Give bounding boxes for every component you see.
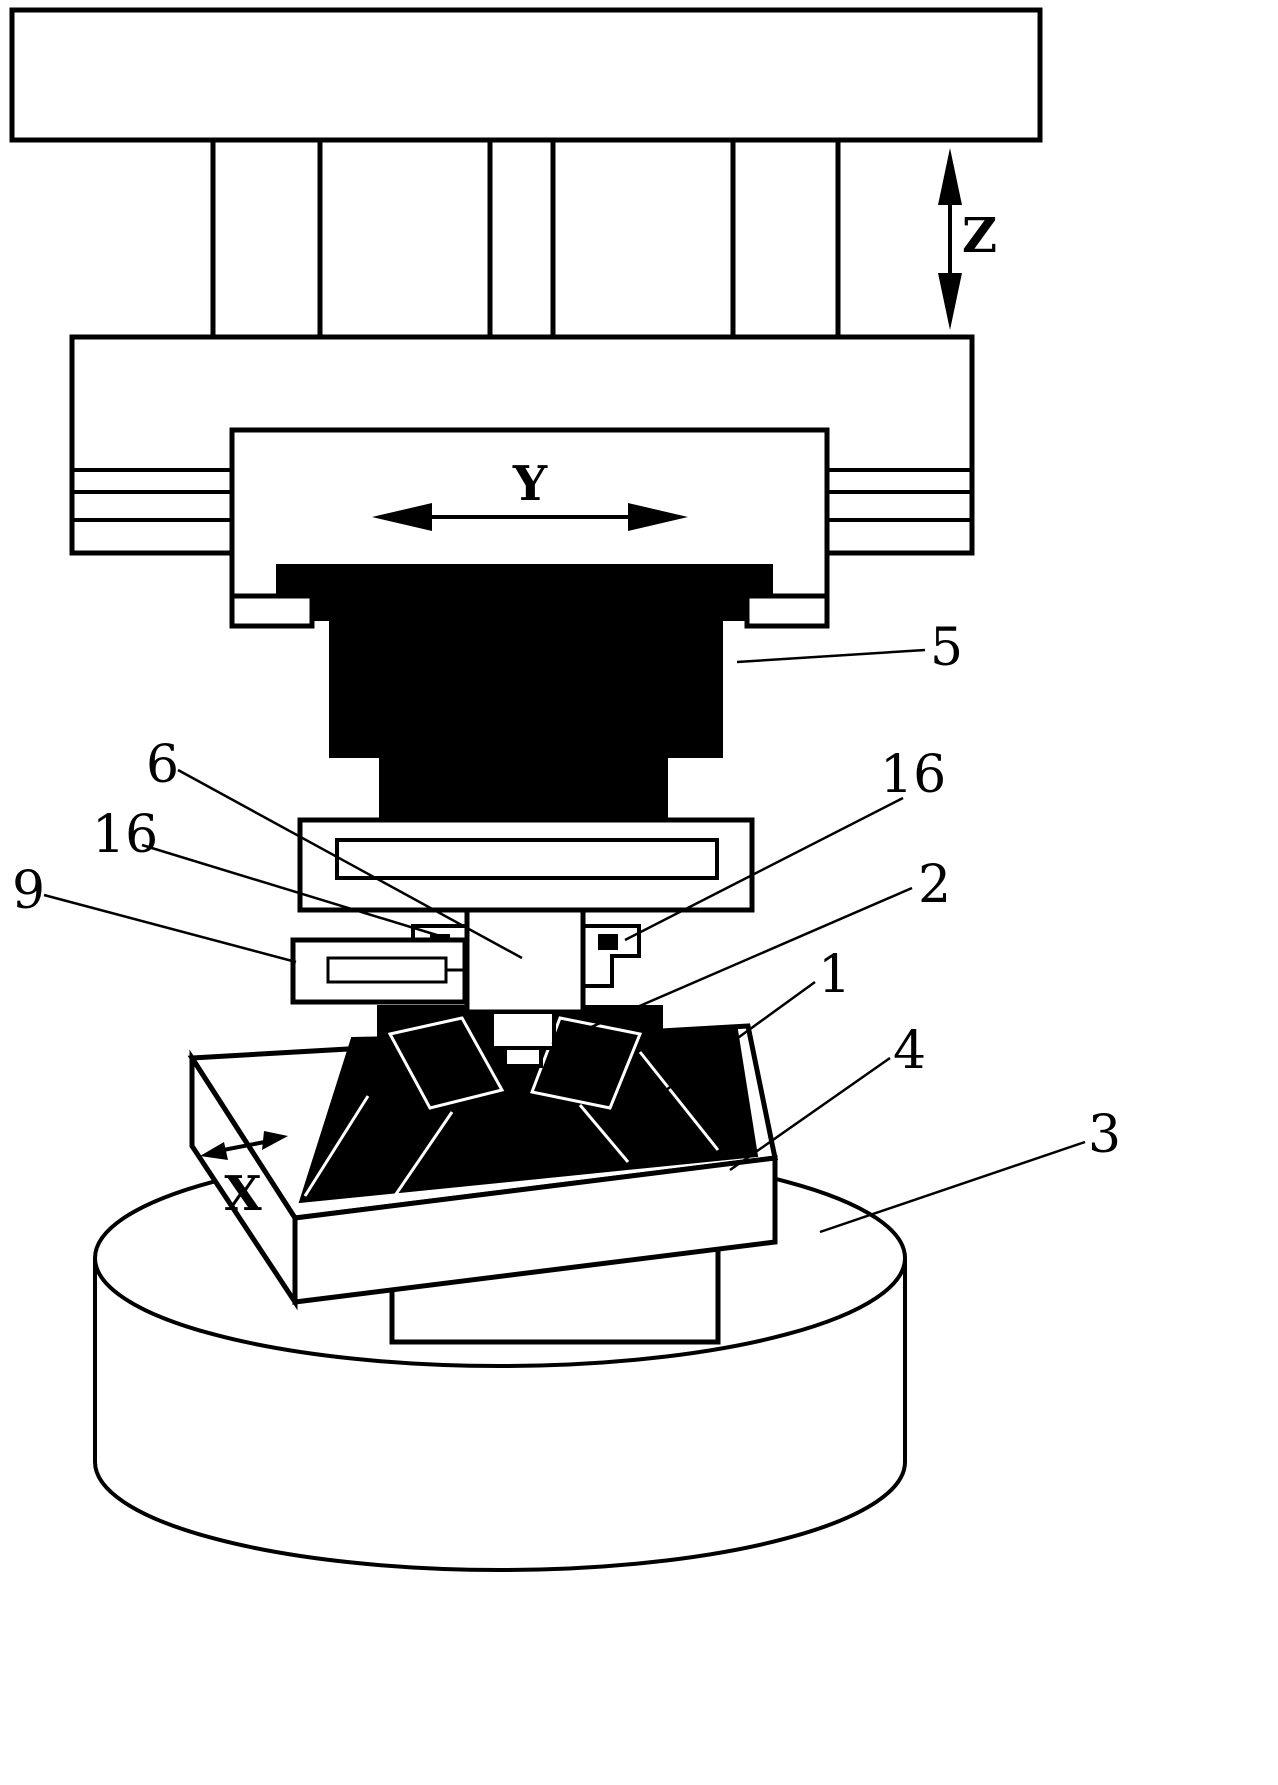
- x-arrow-left-head: [200, 1142, 228, 1160]
- gantry-column-middle: [487, 137, 556, 340]
- tool-holder-neck: [490, 1010, 556, 1050]
- part-label-5: 5: [930, 618, 963, 678]
- part-label-16-right: 16: [880, 745, 946, 805]
- y-axis-arrow: [372, 503, 688, 531]
- spindle-head-block: [276, 564, 773, 821]
- leader-line-4: [729, 1056, 891, 1172]
- tool-tip: [503, 1046, 543, 1068]
- z-axis-arrow: [938, 148, 962, 330]
- part-label-6: 6: [146, 735, 179, 795]
- gantry-top-beam: [9, 7, 1043, 143]
- z-arrow-up-head: [938, 148, 962, 205]
- part-label-16-left: 16: [92, 805, 158, 865]
- sensor-bracket-right: [583, 924, 641, 988]
- measuring-device: [290, 937, 468, 1005]
- part-label-2: 2: [918, 855, 951, 915]
- gantry-column-right: [730, 137, 841, 340]
- z-arrow-down-head: [938, 273, 962, 330]
- x-axis-label: X: [224, 1166, 262, 1222]
- x-axis-arrow: [200, 1131, 288, 1160]
- leader-line-9: [43, 893, 297, 964]
- gantry-column-left: [210, 137, 323, 340]
- y-arrow-left-head: [372, 503, 432, 531]
- z-axis-label: Z: [962, 208, 997, 264]
- y-axis-label: Y: [512, 456, 548, 512]
- leader-line-16-left: [141, 843, 441, 938]
- tool-holder-column: [464, 907, 586, 1015]
- x-arrow-right-head: [262, 1131, 288, 1150]
- leader-line-2: [551, 886, 913, 1046]
- cylinder-bottom-arc: [93, 1461, 907, 1572]
- part-label-4: 4: [893, 1021, 926, 1081]
- leader-lines: [43, 648, 1086, 1234]
- y-arrow-right-head: [628, 503, 688, 531]
- spindle-flange-slot: [335, 838, 719, 880]
- carriage-tab-right: [744, 593, 830, 629]
- leader-line-3: [819, 1140, 1086, 1234]
- leader-line-5: [736, 648, 926, 664]
- part-label-9: 9: [12, 861, 45, 921]
- part-label-1: 1: [818, 945, 851, 1005]
- sensor-bracket-right-block: [598, 934, 618, 950]
- x-stage-front-face: [292, 1155, 778, 1305]
- part-label-3: 3: [1088, 1105, 1121, 1165]
- carriage-tab-left: [229, 593, 315, 629]
- leader-line-16-right: [624, 796, 904, 942]
- leader-line-1: [654, 980, 816, 1100]
- leader-line-6: [177, 768, 523, 960]
